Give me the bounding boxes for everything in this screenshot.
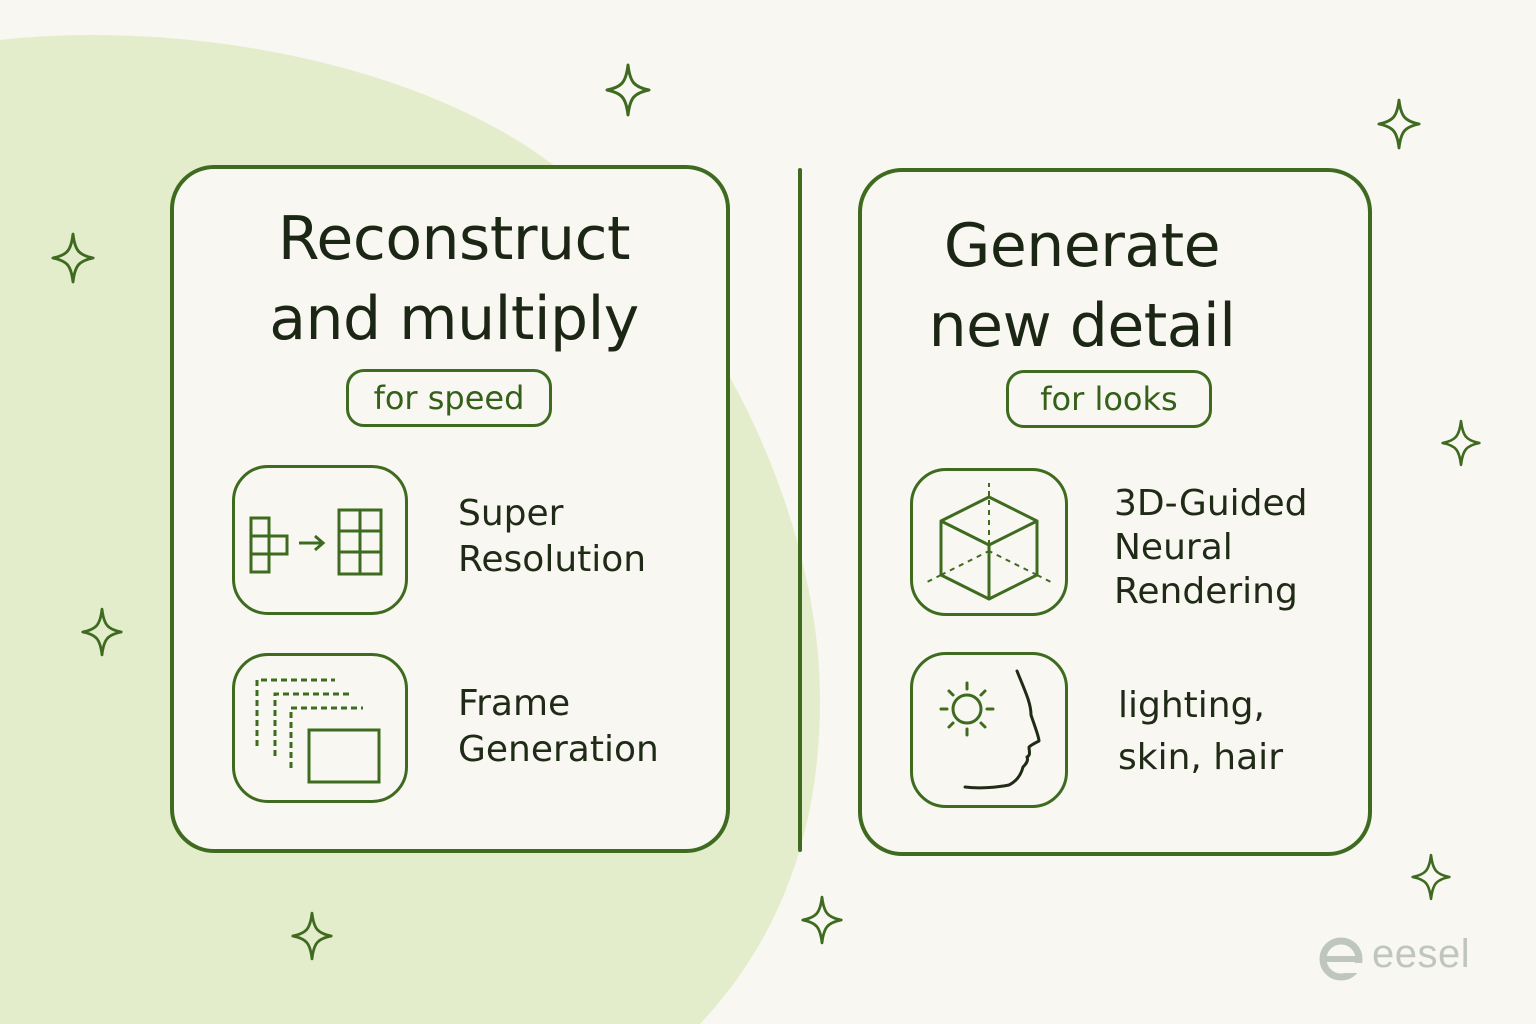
brand-name: eesel	[1372, 932, 1471, 976]
super-resolution-icon-box	[232, 465, 408, 615]
eesel-logo: eesel	[1318, 932, 1488, 982]
sparkle-icon	[801, 895, 843, 945]
vertical-divider	[798, 168, 802, 852]
card-title: Generate new detail	[928, 211, 1236, 361]
sparkle-icon	[605, 63, 651, 117]
sun-face-profile-icon	[939, 669, 1041, 790]
reconstruct-card: Reconstruct and multiply for speed Super…	[170, 165, 730, 853]
sparkle-icon	[291, 911, 333, 961]
sparkle-icon	[1411, 853, 1451, 901]
sparkle-icon	[51, 232, 95, 284]
neural-rendering-label: 3D-Guided Neural Rendering	[1114, 483, 1308, 612]
cube-icon	[924, 483, 1054, 601]
frame-generation-label: Frame Generation	[458, 683, 659, 770]
generate-card: Generate new detail for looks 3D-Guided	[858, 168, 1372, 856]
tag-pill: for looks	[1006, 370, 1212, 428]
stacked-frames-icon	[255, 678, 381, 784]
lighting-icon-box	[910, 652, 1068, 808]
eesel-logo-icon	[1319, 937, 1364, 981]
sparkle-icon	[1441, 419, 1481, 467]
tag-pill: for speed	[346, 369, 552, 427]
lighting-label: lighting, skin, hair	[1118, 685, 1283, 778]
super-resolution-label: Super Resolution	[458, 493, 647, 580]
upscale-grid-icon	[249, 508, 383, 576]
frame-generation-icon-box	[232, 653, 408, 803]
neural-rendering-icon-box	[910, 468, 1068, 616]
sparkle-icon	[81, 607, 123, 657]
card-title: Reconstruct and multiply	[269, 204, 639, 354]
sparkle-icon	[1377, 98, 1421, 150]
